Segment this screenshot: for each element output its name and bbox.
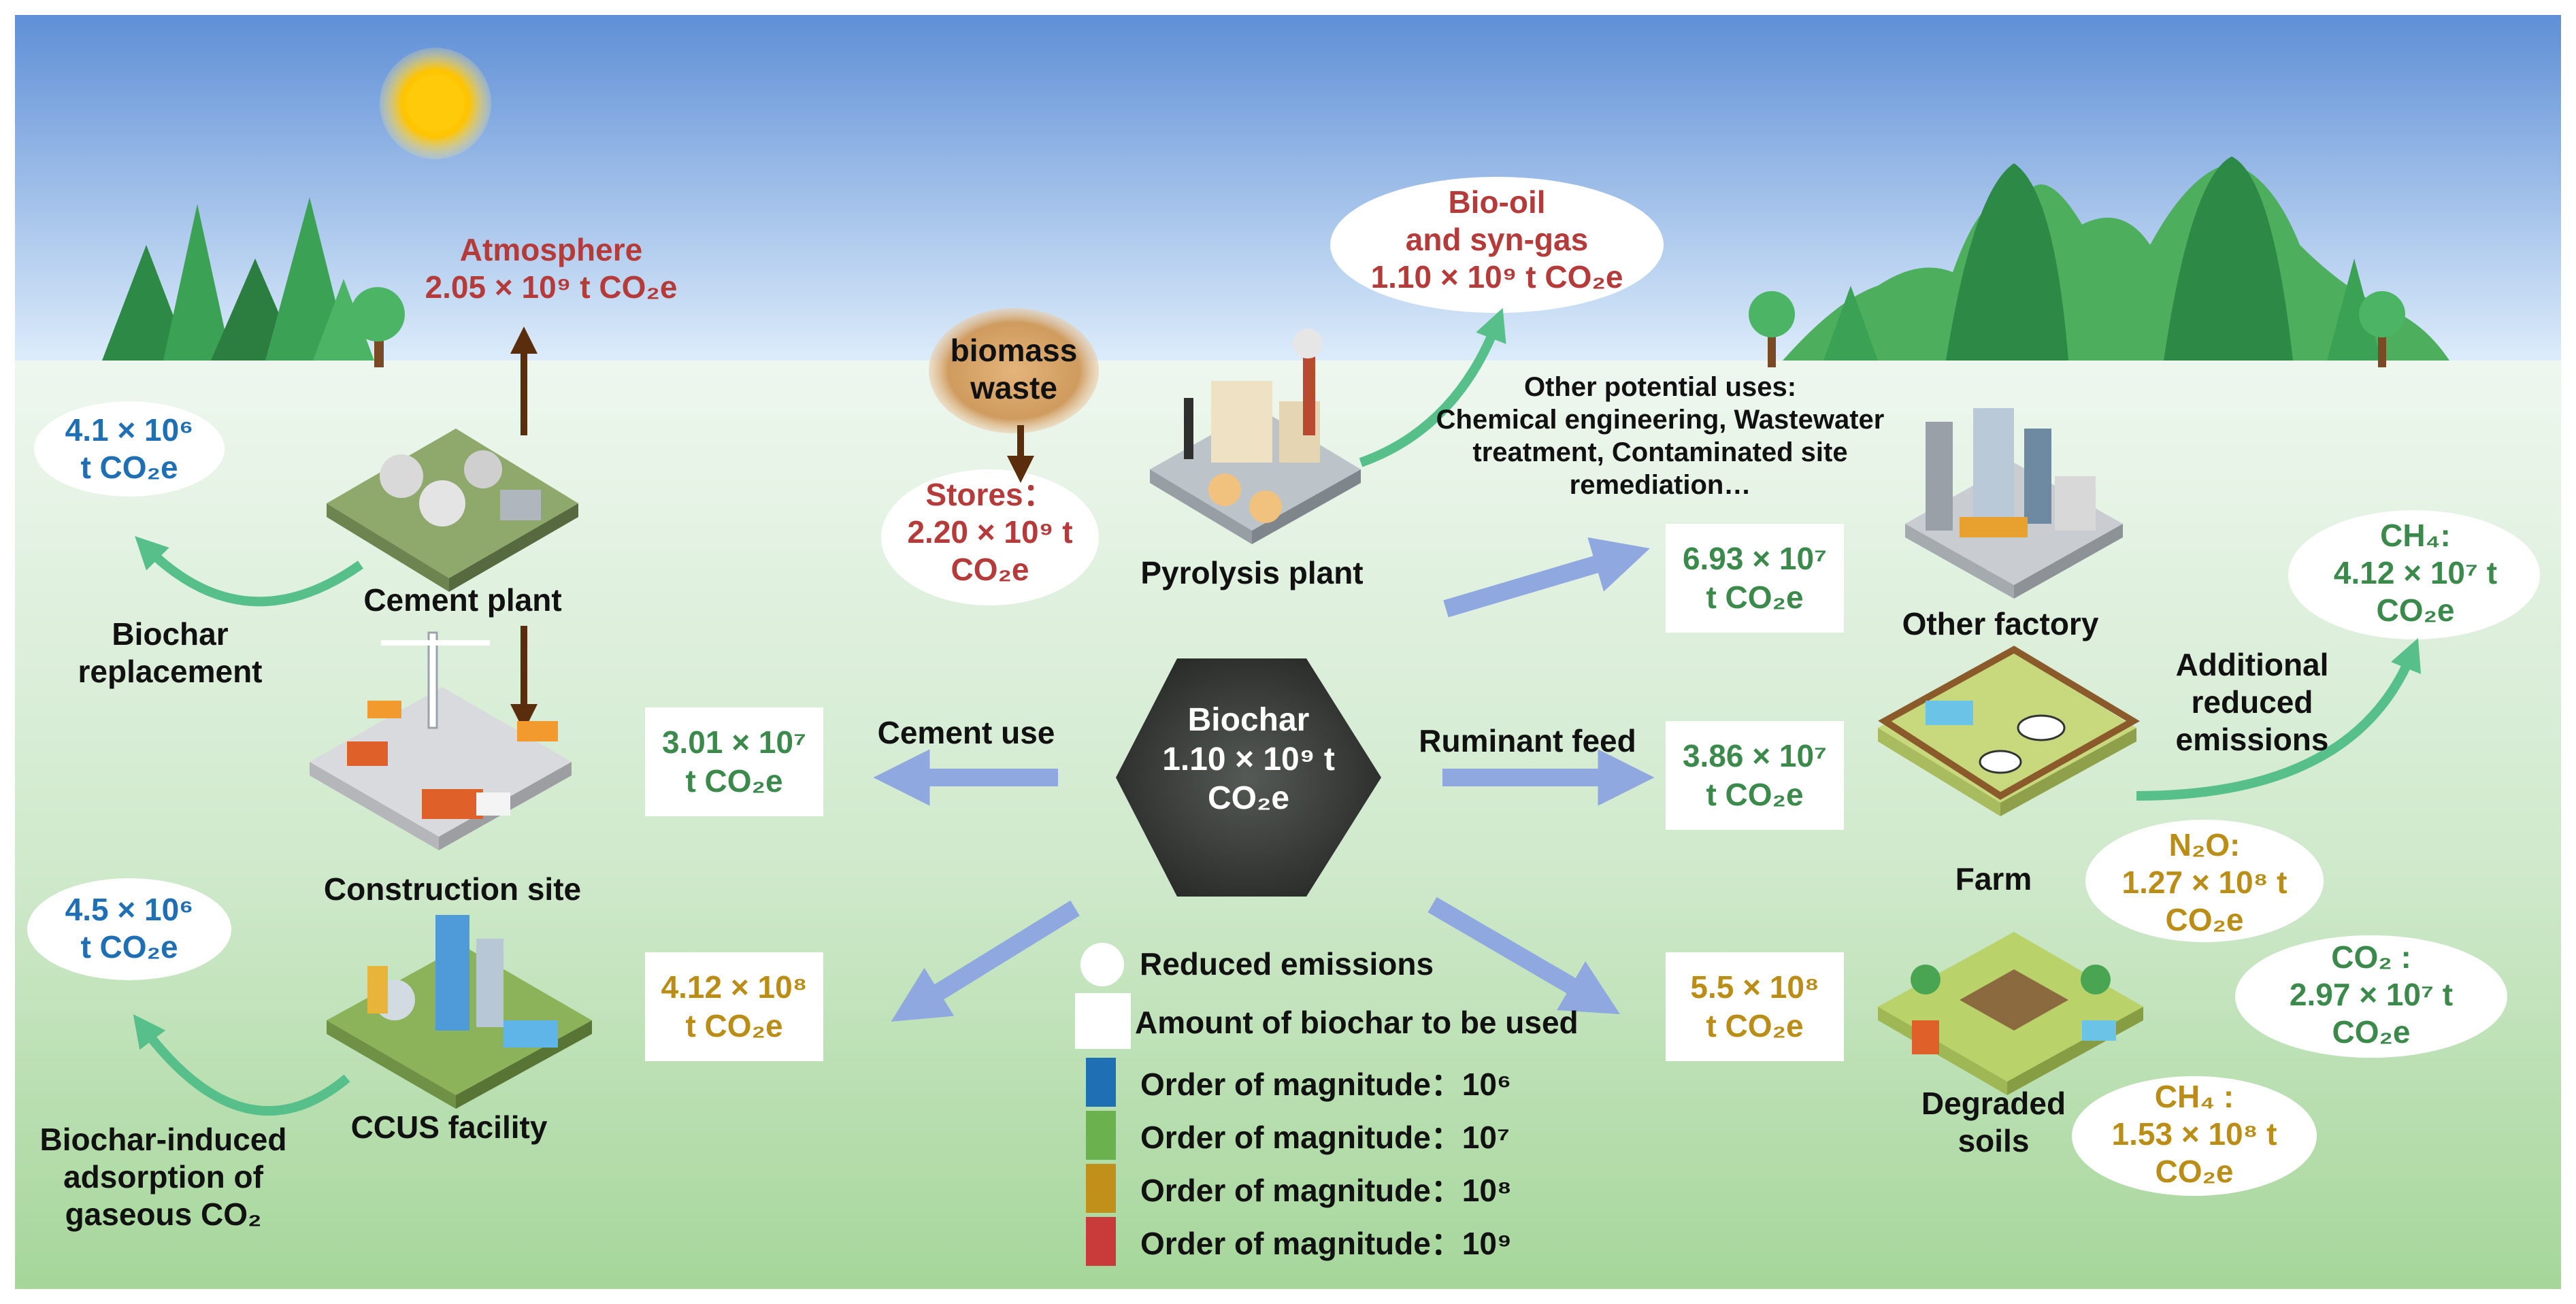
legend-box-swatch: [1075, 993, 1131, 1049]
oval-ch4-soil: [2072, 1076, 2317, 1196]
oval-biooil: [1330, 177, 1664, 313]
ccus-adsorption-label: Biochar-induced adsorption of gaseous CO…: [39, 1122, 287, 1233]
oval-ch4-farm: [2288, 510, 2540, 639]
ruminant-feed-label: Ruminant feed: [1419, 723, 1636, 758]
stores-label: Stores： 2.20 × 10⁹ t CO₂e: [907, 477, 1073, 588]
co2-soil-label: CO₂ : 2.97 × 10⁷ t CO₂e: [2289, 939, 2454, 1050]
biomass-waste-label: biomass waste: [950, 333, 1078, 406]
other-uses-label: Other potential uses: Chemical engineeri…: [1436, 372, 1885, 500]
ch4-soil-label: CH₄ : 1.53 × 10⁸ t CO₂e: [2111, 1079, 2277, 1190]
legend-mag9: Order of magnitude：10⁹: [1086, 1217, 1512, 1266]
legend-amount-biochar: Amount of biochar to be used: [1135, 1004, 1579, 1041]
oval-ccus-adsorption: [27, 878, 231, 980]
construction-site-icon: [310, 631, 572, 850]
cement-plant-icon: [327, 429, 578, 592]
biooil-label: Bio-oil and syn-gas 1.10 × 10⁹ t CO₂e: [1370, 184, 1623, 295]
sun-core: [407, 75, 464, 132]
legend-reduced-text: Reduced emissions: [1140, 946, 1434, 982]
ccus-adsorption-value: 4.5 × 10⁶ t CO₂e: [65, 892, 194, 965]
legend-oval-swatch: [1080, 943, 1124, 986]
biochar-center-label: Biochar 1.10 × 10⁹ t CO₂e: [1162, 702, 1335, 817]
biomass-pile-icon: [929, 308, 1099, 433]
pyrolysis-plant-icon: [1150, 329, 1361, 544]
degraded-soils-icon: [1878, 932, 2143, 1095]
oval-n2o: [2085, 820, 2324, 942]
n2o-label: N₂O: 1.27 × 10⁸ t CO₂e: [2121, 827, 2288, 938]
biochar-replacement-value: 4.1 × 10⁶ t CO₂e: [65, 412, 194, 486]
legend-swatch-blue: [1086, 1058, 1116, 1107]
ccus-value-box: 4.12 × 10⁸ t CO₂e: [645, 952, 823, 1061]
soils-value-box: 5.5 × 10⁸ t CO₂e: [1666, 952, 1844, 1061]
legend-mag7-text: Order of magnitude：10⁷: [1140, 1120, 1510, 1155]
cement-use-label: Cement use: [877, 715, 1055, 750]
legend-mag6: Order of magnitude：10⁶: [1086, 1058, 1511, 1107]
farm-label: Farm: [1955, 861, 2032, 897]
legend-swatch-red: [1086, 1217, 1116, 1266]
additional-emissions-label: Additional reduced emissions: [2175, 647, 2329, 758]
arrow-ccus-adsorption: [133, 1014, 350, 1116]
construction-site-label: Construction site: [323, 871, 582, 907]
legend-mag8-text: Order of magnitude：10⁸: [1140, 1173, 1512, 1208]
other-factory-label: Other factory: [1902, 606, 2099, 641]
cement-use-value-box: 3.01 × 10⁷ t CO₂e: [645, 707, 823, 816]
atmosphere-label: Atmosphere 2.05 × 10⁹ t CO₂e: [425, 232, 678, 305]
legend-reduced-emissions: Reduced emissions: [1140, 946, 1434, 982]
arrow-biooil: [1359, 307, 1506, 467]
oval-co2-soil: [2235, 935, 2507, 1058]
pyrolysis-plant-label: Pyrolysis plant: [1140, 555, 1364, 590]
other-factory-icon: [1905, 408, 2123, 599]
other-uses-value-box: 6.93 × 10⁷ t CO₂e: [1666, 524, 1844, 633]
ch4-farm-label: CH₄: 4.12 × 10⁷ t CO₂e: [2333, 518, 2498, 629]
biochar-replacement-label: Biochar replacement: [78, 616, 263, 690]
arrow-biochar-replacement: [135, 536, 364, 607]
arrow-additional-emissions: [2136, 637, 2422, 801]
legend-mag8: Order of magnitude：10⁸: [1086, 1164, 1512, 1213]
arrow-soils: [1427, 897, 1620, 1014]
oval-stores: [881, 469, 1099, 605]
arrow-ccus: [891, 900, 1080, 1022]
oval-biochar-replacement: [34, 401, 225, 497]
arrow-other-uses: [1443, 537, 1650, 618]
legend-mag9-text: Order of magnitude：10⁹: [1140, 1226, 1512, 1261]
legend-swatch-green: [1086, 1111, 1116, 1160]
legend-mag7: Order of magnitude：10⁷: [1086, 1111, 1510, 1160]
biochar-hexagon: [1116, 658, 1381, 897]
degraded-soils-label: Degraded soils: [1921, 1086, 2066, 1159]
left-forest-icon: [102, 197, 405, 367]
farm-icon: [1878, 646, 2140, 816]
cement-plant-label: Cement plant: [363, 582, 562, 618]
legend-swatch-gold: [1086, 1164, 1116, 1213]
legend-amount-text: Amount of biochar to be used: [1135, 1005, 1579, 1040]
ruminant-value-box: 3.86 × 10⁷ t CO₂e: [1666, 721, 1844, 830]
right-forest-icon: [1749, 156, 2449, 367]
ccus-facility-icon: [327, 915, 592, 1109]
ccus-facility-label: CCUS facility: [350, 1109, 548, 1145]
legend-mag6-text: Order of magnitude：10⁶: [1140, 1067, 1512, 1102]
